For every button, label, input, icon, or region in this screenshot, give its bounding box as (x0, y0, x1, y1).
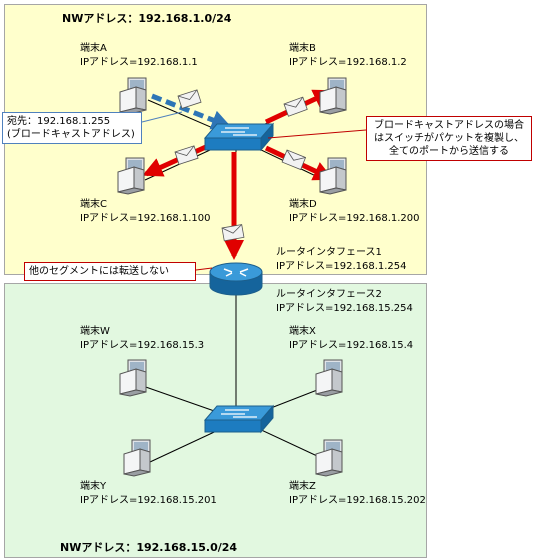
host-ip: IPアドレス=192.168.1.200 (289, 213, 420, 224)
host-name: 端末X (289, 326, 316, 337)
switch-note-line3: 全てのポートから送信する (389, 146, 509, 157)
host-d-label: 端末D IPアドレス=192.168.1.200 (289, 198, 420, 226)
router-if-ip: IPアドレス=192.168.15.254 (276, 303, 413, 314)
destination-callout: 宛先：192.168.1.255 (ブロードキャストアドレス) (2, 112, 142, 144)
router-if-ip: IPアドレス=192.168.1.254 (276, 261, 407, 272)
host-name: 端末C (80, 199, 107, 210)
packet-envelope-icon (177, 89, 202, 109)
network-title-bottom: NWアドレス：192.168.15.0/24 (60, 541, 238, 554)
switch-note-line2: はスイッチがパケットを複製し、 (374, 133, 524, 144)
host-w-label: 端末W IPアドレス=192.168.15.3 (80, 325, 204, 353)
router-behavior-callout: 他のセグメントには転送しない (24, 262, 196, 281)
pc-icon-a (119, 77, 147, 115)
destination-callout-pointer (141, 111, 183, 123)
host-name: 端末B (289, 43, 316, 54)
packet-envelope-icon (281, 149, 306, 170)
host-name: 端末D (289, 199, 317, 210)
host-ip: IPアドレス=192.168.15.4 (289, 340, 414, 351)
router-callout-pointer (195, 267, 213, 271)
host-ip: IPアドレス=192.168.15.3 (80, 340, 205, 351)
host-name: 端末W (80, 326, 110, 337)
router-note-line1: 他のセグメントには転送しない (29, 266, 169, 277)
destination-line1: 宛先：192.168.1.255 (7, 116, 111, 127)
host-name: 端末Y (80, 481, 107, 492)
router-if2-label: ルータインタフェース2 IPアドレス=192.168.15.254 (276, 288, 413, 316)
pc-icon-b (319, 77, 347, 115)
host-a-label: 端末A IPアドレス=192.168.1.1 (80, 42, 198, 70)
host-ip: IPアドレス=192.168.15.201 (80, 495, 217, 506)
destination-line2: (ブロードキャストアドレス) (7, 129, 135, 140)
host-name: 端末Z (289, 481, 316, 492)
router-icon (209, 262, 263, 296)
host-ip: IPアドレス=192.168.1.100 (80, 213, 211, 224)
router-if1-label: ルータインタフェース1 IPアドレス=192.168.1.254 (276, 246, 407, 274)
pc-icon-c (117, 157, 145, 195)
router-if-name: ルータインタフェース1 (276, 247, 382, 258)
switch-note-line1: ブロードキャストアドレスの場合 (374, 120, 524, 131)
switch-icon (204, 405, 274, 433)
switch-callout-pointer (267, 129, 367, 139)
packet-envelope-icon (174, 145, 199, 165)
pc-icon-x (315, 359, 343, 397)
pc-icon-w (119, 359, 147, 397)
host-x-label: 端末X IPアドレス=192.168.15.4 (289, 325, 413, 353)
host-b-label: 端末B IPアドレス=192.168.1.2 (289, 42, 407, 70)
packet-envelope-icon (221, 224, 245, 242)
host-z-label: 端末Z IPアドレス=192.168.15.202 (289, 480, 426, 508)
switch-icon (204, 123, 274, 151)
pc-icon-y (123, 439, 151, 477)
pc-icon-z (315, 439, 343, 477)
host-ip: IPアドレス=192.168.15.202 (289, 495, 426, 506)
host-c-label: 端末C IPアドレス=192.168.1.100 (80, 198, 211, 226)
host-ip: IPアドレス=192.168.1.2 (289, 57, 407, 68)
host-name: 端末A (80, 43, 107, 54)
packet-envelope-icon (283, 96, 308, 117)
pc-icon-d (319, 157, 347, 195)
router-if-name: ルータインタフェース2 (276, 289, 382, 300)
network-title-top: NWアドレス：192.168.1.0/24 (62, 12, 232, 25)
host-ip: IPアドレス=192.168.1.1 (80, 57, 198, 68)
switch-behavior-callout: ブロードキャストアドレスの場合 はスイッチがパケットを複製し、 全てのポートから… (366, 116, 532, 161)
host-y-label: 端末Y IPアドレス=192.168.15.201 (80, 480, 217, 508)
broadcast-arrow-to-c (142, 143, 210, 177)
unicast-arrow-a-to-switch (151, 93, 232, 130)
